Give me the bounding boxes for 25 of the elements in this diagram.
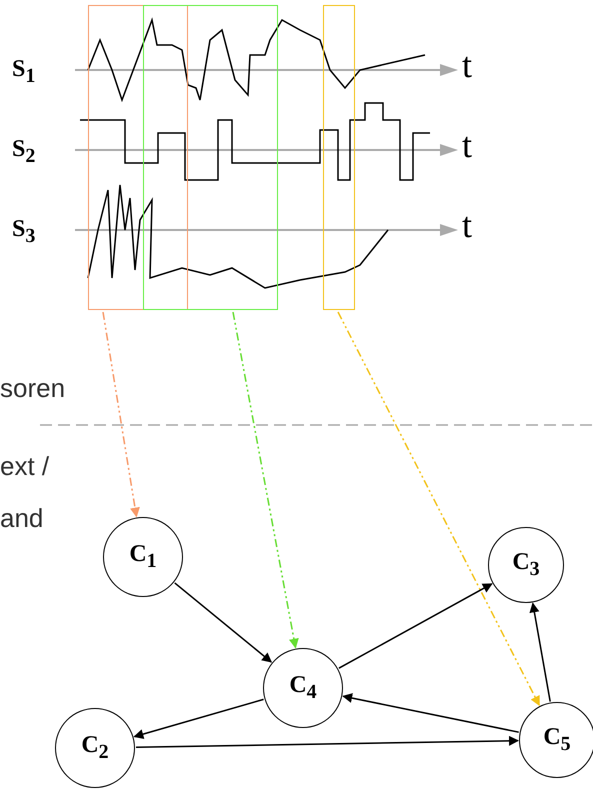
arrow [232, 312, 299, 649]
arrow [133, 698, 264, 739]
node-label: C$_{1}$ [129, 541, 157, 573]
node-label: C$_{3}$ [512, 549, 540, 581]
arrow [102, 312, 140, 518]
arrow [529, 602, 551, 702]
side-label: ext / and [0, 450, 50, 535]
side-label: soren [0, 372, 66, 405]
arrow [136, 736, 519, 748]
node-label: C$_{4}$ [289, 672, 317, 704]
arrow [337, 312, 540, 706]
axis-label: t [462, 44, 472, 86]
signal-label: S$_{3}$ [12, 216, 36, 248]
arrow [338, 583, 493, 669]
time-window [323, 5, 355, 310]
node-label: C$_{2}$ [81, 732, 109, 764]
time-window [88, 5, 188, 310]
node-label: C$_{5}$ [543, 724, 571, 756]
time-window [143, 5, 278, 310]
axis-label: t [462, 124, 472, 166]
signal-label: S$_{2}$ [12, 136, 36, 168]
arrow [174, 582, 272, 663]
signal-label: S$_{1}$ [12, 56, 36, 88]
arrow [342, 693, 519, 733]
axis-label: t [462, 204, 472, 246]
